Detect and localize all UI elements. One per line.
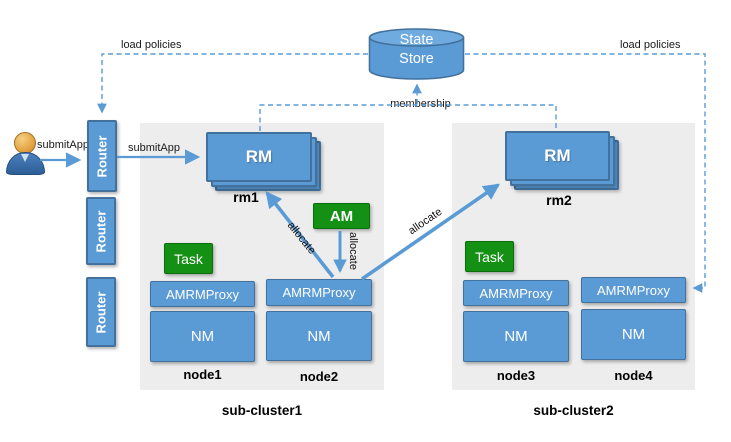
rm2-label: rm2 [546,192,572,208]
user-body-icon [6,152,45,175]
nm-box-node2: NM [266,311,372,361]
amrmproxy-box-node2: AMRMProxy [266,279,372,306]
amrmproxy-box-node1: AMRMProxy [150,281,255,307]
cylinder-body [368,37,465,80]
rm1-label: rm1 [233,189,259,205]
amrmproxy-box-node4: AMRMProxy [581,277,686,303]
submitapp-user-label: submitApp [37,139,89,151]
task-box-2: Task [465,241,514,272]
rm2-box: RM [505,131,610,181]
task-box-1: Task [164,243,213,274]
rm1-stack: RM [206,132,321,191]
submitapp-router-label: submitApp [128,142,180,154]
node4-label: node4 [614,368,653,383]
state-store-cylinder [368,28,465,80]
router-box-3: Router [86,277,116,347]
load-policies-left-label: load policies [121,39,182,51]
amrmproxy-box-node3: AMRMProxy [463,280,569,306]
state-store-label: State Store [369,31,464,69]
node3-label: node3 [496,368,536,383]
user-icon [14,132,36,154]
cylinder-top [368,28,465,47]
subcluster1-label: sub-cluster1 [221,403,303,418]
node2-label: node2 [299,369,339,384]
router-box-1: Router [87,120,117,192]
state-store-line1: State [399,32,434,48]
allocate-label-rm2: allocate [406,206,444,237]
router-label-3: Router [93,291,109,333]
router-label-2: Router [93,210,109,252]
membership-label: membership [390,98,451,110]
state-store-line2: Store [399,51,434,67]
load-policies-left-line [97,53,368,114]
router-label-1: Router [94,135,110,177]
nm-box-node1: NM [150,311,255,362]
load-policies-right-label: load policies [620,39,681,51]
rm1-box: RM [206,132,312,182]
am-box: AM [313,203,370,229]
rm2-stack: RM [505,131,619,190]
router-box-2: Router [86,197,116,265]
node1-label: node1 [183,367,222,382]
nm-box-node3: NM [463,311,569,362]
nm-box-node4: NM [581,309,686,360]
subcluster2-label: sub-cluster2 [533,403,614,418]
